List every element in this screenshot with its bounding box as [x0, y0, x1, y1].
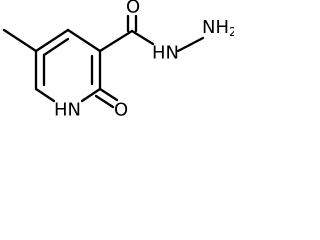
- hydrazide-nh-label: HN: [152, 43, 179, 64]
- ring-oxygen-label: O: [114, 100, 128, 121]
- ring-bond-c4-c3: [66, 28, 102, 53]
- carbonyl-oxygen-label: O: [126, 0, 140, 18]
- ring-bond-c2-n1: [80, 87, 102, 103]
- hydrazide-group: [98, 14, 205, 53]
- chemical-structure-diagram: O HN NH2 HN O: [2, 0, 234, 121]
- methyl-bond: [2, 28, 38, 53]
- hydrazide-bond-n-n: [176, 36, 205, 53]
- pyridinone-ring: [34, 28, 102, 103]
- hydrazide-bond-c-n: [130, 29, 155, 46]
- ring-bond-c4-c5-inner: [42, 37, 70, 57]
- ring-carbonyl-bond-2: [94, 94, 115, 109]
- ring-bond-n1-c6: [34, 87, 56, 103]
- ring-carbonyl: [94, 87, 119, 109]
- ring-bond-c4-c5: [34, 28, 70, 53]
- hydrazide-nh2-subscript: 2: [229, 25, 234, 39]
- ring-carbonyl-bond-1: [98, 87, 119, 102]
- hydrazide-nh2-label: NH2: [202, 17, 234, 40]
- ring-nh-label: HN: [54, 100, 81, 121]
- hydrazide-nh2-text: NH: [202, 17, 229, 38]
- hydrazide-bond-c3-c: [98, 29, 134, 53]
